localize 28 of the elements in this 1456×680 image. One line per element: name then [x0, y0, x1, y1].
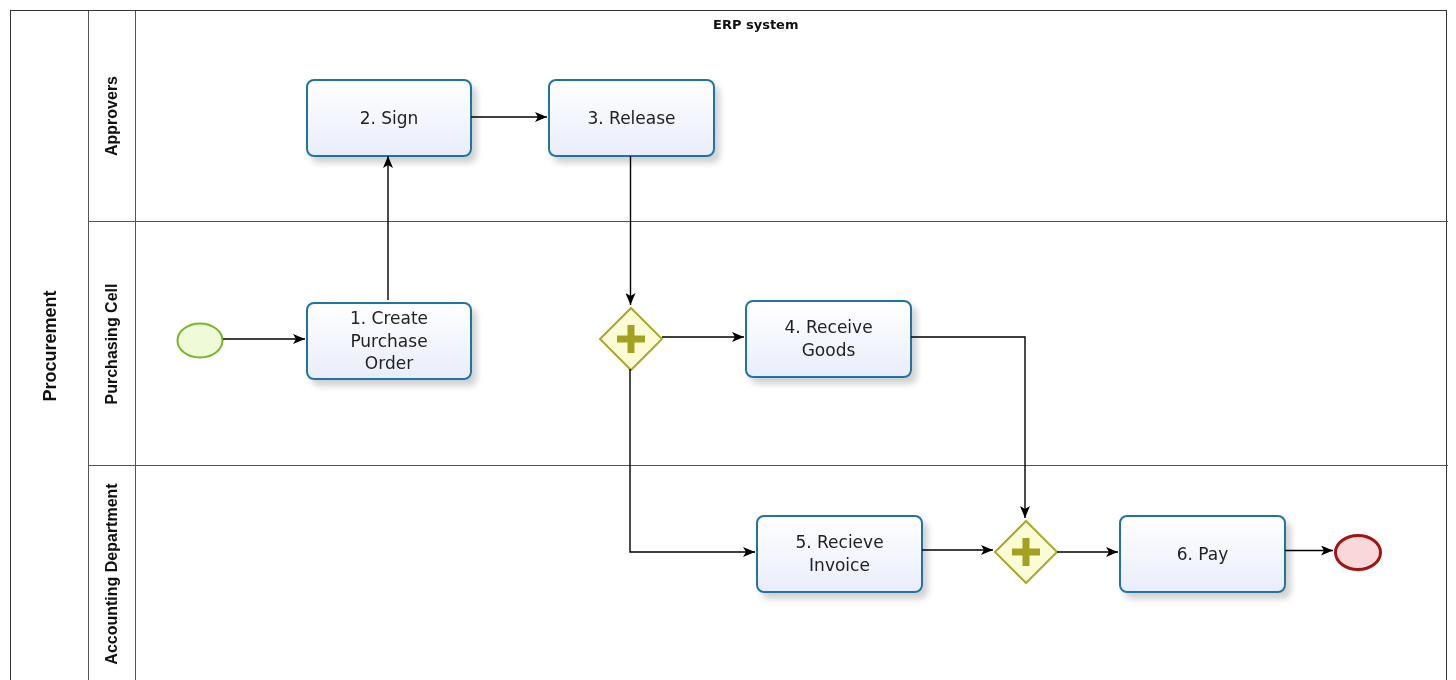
task-box: 6. Pay: [1119, 515, 1286, 593]
sequence-flow-arrow: [625, 155, 636, 306]
swimlane: [89, 465, 1448, 680]
swimlane: [89, 221, 1448, 465]
sequence-flow-arrow: [629, 368, 756, 557]
sequence-flow-arrow: [222, 334, 306, 344]
group-label: ERP system: [713, 17, 799, 32]
sequence-flow-arrow: [1056, 547, 1119, 557]
parallel-gateway-diamond: [599, 307, 663, 371]
parallel-gateway-diamond: [994, 520, 1058, 584]
sequence-flow-arrow: [910, 336, 1030, 519]
sequence-flow-arrow: [661, 332, 745, 342]
task-box: 1. Create Purchase Order: [306, 302, 472, 380]
start-event-circle: [176, 322, 224, 359]
sequence-flow-arrow: [470, 112, 548, 122]
sequence-flow-arrow: [1284, 545, 1334, 556]
task-box: 2. Sign: [306, 79, 472, 157]
pool: [10, 10, 1447, 680]
task-box: 5. Recieve Invoice: [756, 515, 923, 593]
task-box: 3. Release: [548, 79, 715, 157]
lane-label: Approvers: [103, 76, 121, 156]
lane-label: Purchasing Cell: [103, 283, 121, 404]
task-box: 4. Receive Goods: [745, 300, 912, 378]
end-event-circle: [1334, 534, 1382, 571]
lane-label: Accounting Department: [103, 482, 121, 665]
sequence-flow-arrow: [383, 155, 393, 301]
sequence-flow-arrow: [921, 545, 994, 555]
pool-label: Procurement: [39, 290, 60, 401]
